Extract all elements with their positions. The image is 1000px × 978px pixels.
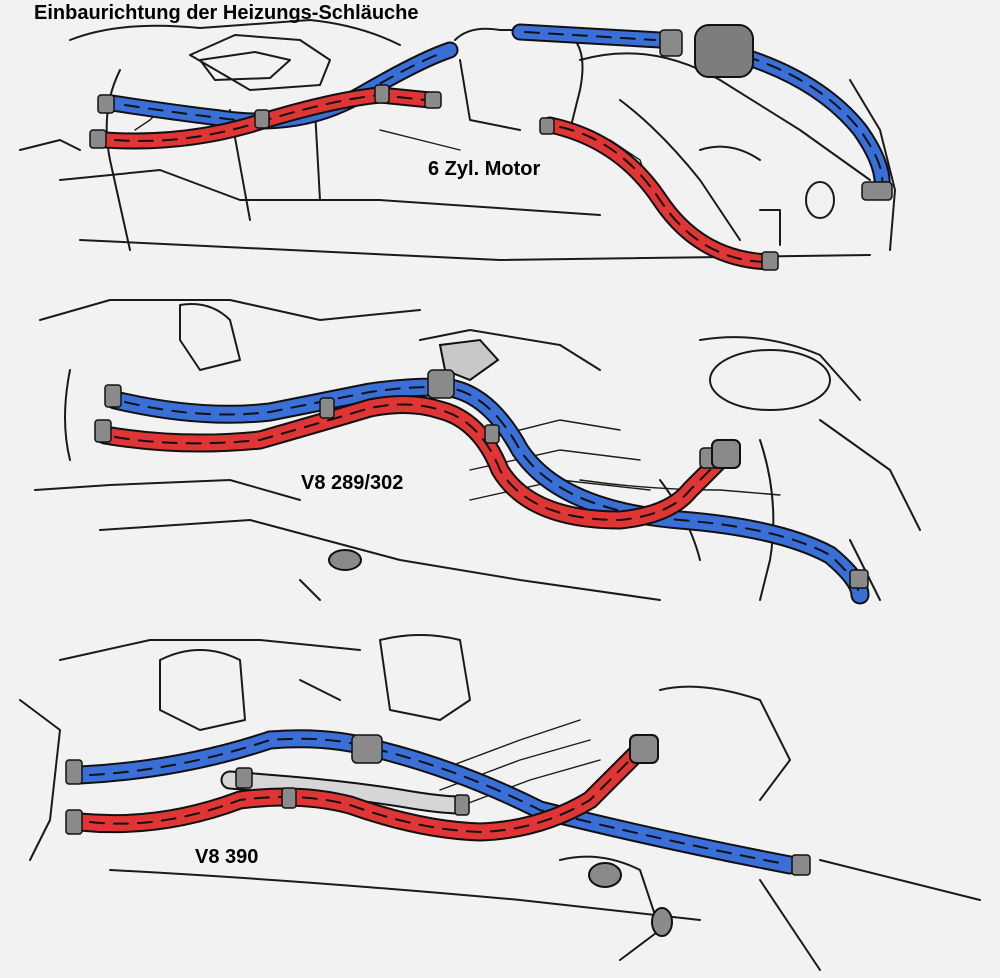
diagram-label-six-cyl: 6 Zyl. Motor — [428, 158, 541, 180]
panel-v8-289-302-hoses — [94, 338, 870, 605]
panel-v8-390-hoses — [65, 729, 811, 876]
panel-six-cyl-hoses — [89, 23, 893, 271]
page-title: Einbaurichtung der Heizungs-Schläuche — [34, 2, 419, 24]
panel-v8-390-engine-art — [19, 634, 981, 971]
diagram-label-v8-390: V8 390 — [195, 846, 259, 868]
panel-v8-289-302-engine-art — [34, 299, 921, 601]
diagram-label-v8-289-302: V8 289/302 — [301, 472, 404, 494]
